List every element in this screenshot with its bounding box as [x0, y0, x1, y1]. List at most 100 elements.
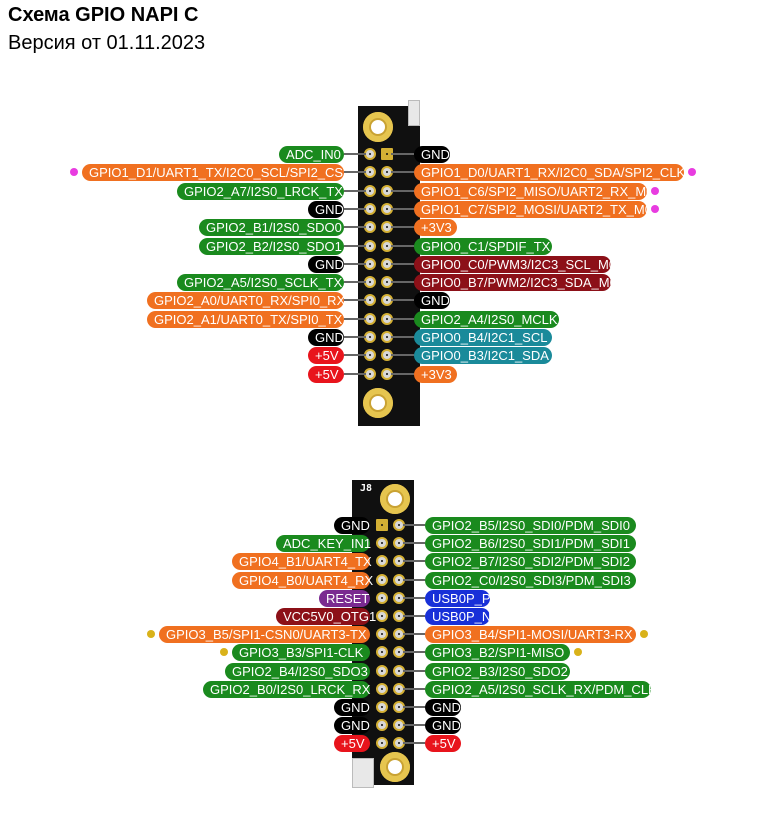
- pin-label: GND: [334, 717, 370, 735]
- pin-leader: [403, 651, 425, 654]
- pin-label: GPIO2_A1/UART0_TX/SPI0_TX: [147, 310, 344, 328]
- pin-label: GPIO2_B3/I2S0_SDO2: [425, 662, 570, 680]
- pin-label: GPIO3_B4/SPI1-MOSI/UART3-RX: [425, 626, 636, 644]
- header2-silk-label: J8: [360, 483, 373, 494]
- pin-leader: [403, 633, 425, 636]
- pin-leader: [391, 171, 414, 174]
- pin-label: GPIO2_B5/I2S0_SDI0/PDM_SDI0: [425, 517, 636, 534]
- header2-pin-left: [376, 555, 388, 568]
- pin-label: GPIO1_C7/SPI2_MOSI/UART2_TX_M0: [414, 200, 652, 218]
- pin-label: GPIO4_B1/UART4_TX: [232, 553, 372, 571]
- pin-label: GPIO2_B1/I2S0_SDO0: [199, 219, 344, 237]
- pin-label: +3V3: [414, 219, 457, 237]
- page-subtitle: Версия от 01.11.2023: [8, 32, 206, 54]
- pin-label: GPIO2_A4/I2S0_MCLK: [414, 310, 559, 328]
- header1-mount-hole-bottom: [363, 388, 393, 418]
- header2-pin-left: [376, 682, 388, 695]
- header1-pin-left: [364, 331, 376, 343]
- pin-label: USB0P_P: [425, 589, 491, 607]
- page-title: Схема GPIO NAPI C: [8, 4, 199, 26]
- pin-label: GPIO2_A7/I2S0_LRCK_TX: [177, 182, 344, 200]
- header1-mount-hole-top: [363, 112, 393, 142]
- pin-leader: [391, 153, 414, 155]
- header1-connector: [408, 100, 420, 126]
- pin-label: GPIO3_B2/SPI1-MISO: [425, 644, 570, 662]
- marker-dot: [651, 186, 659, 195]
- pin-label: GND: [334, 699, 370, 716]
- pin-label: GPIO2_B2/I2S0_SDO1: [199, 237, 344, 255]
- pin-label: GND: [425, 699, 461, 716]
- pin-label: GPIO2_B6/I2S0_SDI1/PDM_SDI1: [425, 535, 636, 553]
- pin-label: GPIO0_C1/SPDIF_TX: [414, 237, 552, 255]
- pin-label: GPIO0_B4/I2C1_SCL: [414, 329, 552, 346]
- pin-label: GPIO1_D0/UART1_RX/I2C0_SDA/SPI2_CLK: [414, 164, 685, 182]
- pin-leader: [391, 244, 414, 247]
- pin-leader: [344, 317, 366, 320]
- pin-leader: [344, 207, 366, 210]
- marker-dot: [574, 648, 582, 657]
- pin-label: GPIO2_A5/I2S0_SCLK_RX/PDM_CLK: [425, 680, 657, 698]
- header2-pin-left: [376, 664, 388, 677]
- pin-label: +5V: [308, 347, 344, 365]
- pin-leader: [344, 153, 366, 155]
- pin-label: +5V: [334, 735, 370, 753]
- pin-leader: [344, 336, 366, 338]
- pin-leader: [391, 317, 414, 320]
- pin-leader: [403, 724, 425, 727]
- pin-leader: [403, 742, 425, 745]
- pin-label: GPIO2_B4/I2S0_SDO3: [225, 662, 370, 680]
- pin-label: USB0P_N: [425, 608, 491, 625]
- header2-pin-left: [376, 519, 388, 531]
- pin-label: RESET: [319, 589, 370, 607]
- header2-pin-left: [376, 737, 388, 750]
- pin-leader: [391, 207, 414, 210]
- pin-leader: [344, 244, 366, 247]
- pin-label: GPIO0_B7/PWM2/I2C3_SDA_M0: [414, 274, 617, 292]
- pin-label: GPIO0_C0/PWM3/I2C3_SCL_M0: [414, 255, 616, 273]
- pin-leader: [344, 189, 366, 192]
- pin-leader: [344, 281, 366, 284]
- pin-label: GPIO1_C6/SPI2_MISO/UART2_RX_M0: [414, 182, 653, 200]
- pin-leader: [403, 560, 425, 563]
- pin-label: GPIO2_A5/I2S0_SCLK_TX: [177, 274, 344, 292]
- pin-leader: [403, 687, 425, 690]
- pin-label: GPIO2_C0/I2S0_SDI3/PDM_SDI3: [425, 571, 636, 589]
- header2-pin-left: [376, 610, 388, 622]
- pin-label: ADC_KEY_IN1: [276, 535, 371, 553]
- pin-label: +3V3: [414, 365, 457, 383]
- pin-leader: [344, 299, 366, 302]
- pin-leader: [403, 596, 425, 599]
- pin-label: GND: [334, 517, 370, 534]
- pin-label: GND: [414, 146, 450, 163]
- pin-label: ADC_IN0: [279, 146, 344, 163]
- header2-mount-hole-bottom: [380, 752, 410, 782]
- pin-label: GPIO2_A0/UART0_RX/SPI0_RX: [147, 292, 345, 310]
- pin-leader: [403, 542, 425, 545]
- pin-leader: [344, 226, 366, 229]
- pin-label: GPIO3_B3/SPI1-CLK: [232, 644, 370, 662]
- header2-pin-left: [376, 537, 388, 550]
- header2-pin-left: [376, 701, 388, 713]
- pin-label: GPIO2_B0/I2S0_LRCK_RX: [203, 680, 370, 698]
- header2-mount-hole-top: [380, 484, 410, 514]
- pin-label: GND: [308, 255, 344, 273]
- pin-leader: [403, 524, 425, 526]
- pin-leader: [391, 354, 414, 357]
- header2-connector: [352, 758, 374, 788]
- pin-leader: [391, 372, 414, 375]
- marker-dot: [640, 630, 648, 639]
- header2-pin-left: [376, 573, 388, 586]
- pin-leader: [344, 171, 366, 174]
- marker-dot: [147, 630, 155, 639]
- pin-label: GPIO3_B5/SPI1-CSN0/UART3-TX: [159, 626, 370, 644]
- pin-label: GND: [308, 200, 344, 218]
- pin-leader: [403, 615, 425, 617]
- header2-pin-left: [376, 719, 388, 732]
- pin-leader: [403, 669, 425, 672]
- pin-leader: [344, 354, 366, 357]
- pin-label: GPIO2_B7/I2S0_SDI2/PDM_SDI2: [425, 553, 636, 571]
- pin-leader: [403, 706, 425, 708]
- pin-leader: [391, 281, 414, 284]
- marker-dot: [688, 168, 696, 177]
- pin-leader: [391, 226, 414, 229]
